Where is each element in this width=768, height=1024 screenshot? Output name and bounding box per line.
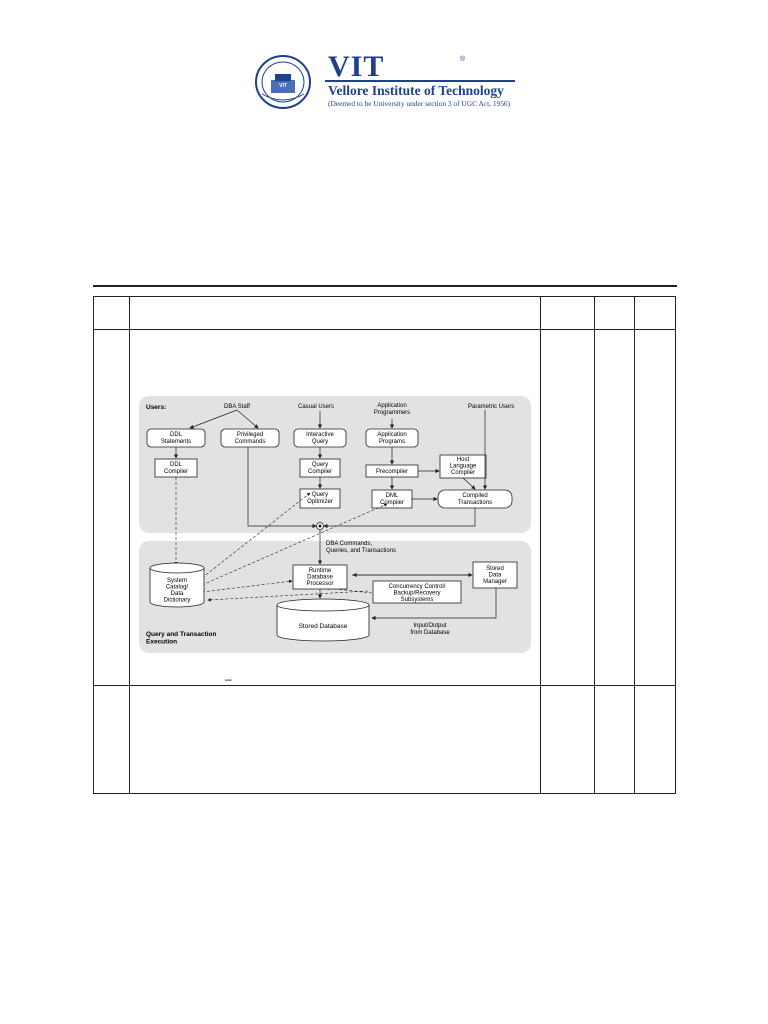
system-catalog-cylinder [149, 562, 205, 608]
casual-users-label: Casual Users [298, 404, 334, 410]
vit-header: VIT VIT ® Vellore Institute of Technolog… [248, 50, 518, 112]
question-table: Users: DBA Staff Casual Users Applicatio… [93, 296, 676, 794]
cell-bl-header [634, 296, 676, 330]
solid-arrows [173, 409, 497, 621]
cell-marks-header [540, 296, 595, 330]
logo-underline [325, 80, 515, 82]
cell-question [129, 685, 541, 794]
cell-co-header [594, 296, 635, 330]
dba-commands-text: DBA Commands,Queries, and Transactions [326, 541, 396, 554]
cell-bl [634, 329, 676, 686]
stored-data-manager-box [472, 561, 518, 589]
cell-sno [93, 329, 130, 686]
execution-panel [139, 541, 531, 653]
header-rule [93, 285, 677, 287]
cell-marks [540, 329, 595, 686]
dbms-architecture-diagram: Users: DBA Staff Casual Users Applicatio… [139, 396, 531, 653]
stored-database-text: Stored Database [299, 623, 348, 630]
runtime-processor-box [292, 564, 348, 590]
stored-database-cylinder [276, 598, 370, 642]
cell-marks [540, 685, 595, 794]
cell-bl [634, 685, 676, 794]
table-header-row [93, 296, 676, 330]
cell-co [594, 685, 635, 794]
registered-mark: ® [460, 56, 466, 63]
parametric-users-label: Parametric Users [468, 404, 514, 410]
concurrency-box [372, 580, 462, 604]
cell-sno-header [93, 296, 130, 330]
institute-name: Vellore Institute of Technology [328, 83, 504, 98]
institute-subtitle: (Deemed to be University under section 3… [328, 99, 511, 108]
diagram-container: Users: DBA Staff Casual Users Applicatio… [130, 330, 540, 686]
precompiler-text: Precompiler [376, 469, 408, 475]
vit-seal-logo: VIT [255, 55, 311, 109]
table-row [93, 685, 676, 794]
below-diagram-mark: – [225, 672, 232, 686]
cell-question-header [129, 296, 541, 330]
svg-text:VIT: VIT [279, 83, 287, 89]
users-label: Users: [146, 404, 166, 411]
cell-sno [93, 685, 130, 794]
logo-word: VIT [328, 50, 385, 83]
cell-question: Users: DBA Staff Casual Users Applicatio… [129, 329, 541, 686]
privileged-commands-box [220, 428, 280, 448]
dba-staff-label: DBA Staff [224, 404, 250, 410]
dashed-arrows [174, 477, 388, 602]
table-row: Users: DBA Staff Casual Users Applicatio… [93, 329, 676, 686]
cell-co [594, 329, 635, 686]
